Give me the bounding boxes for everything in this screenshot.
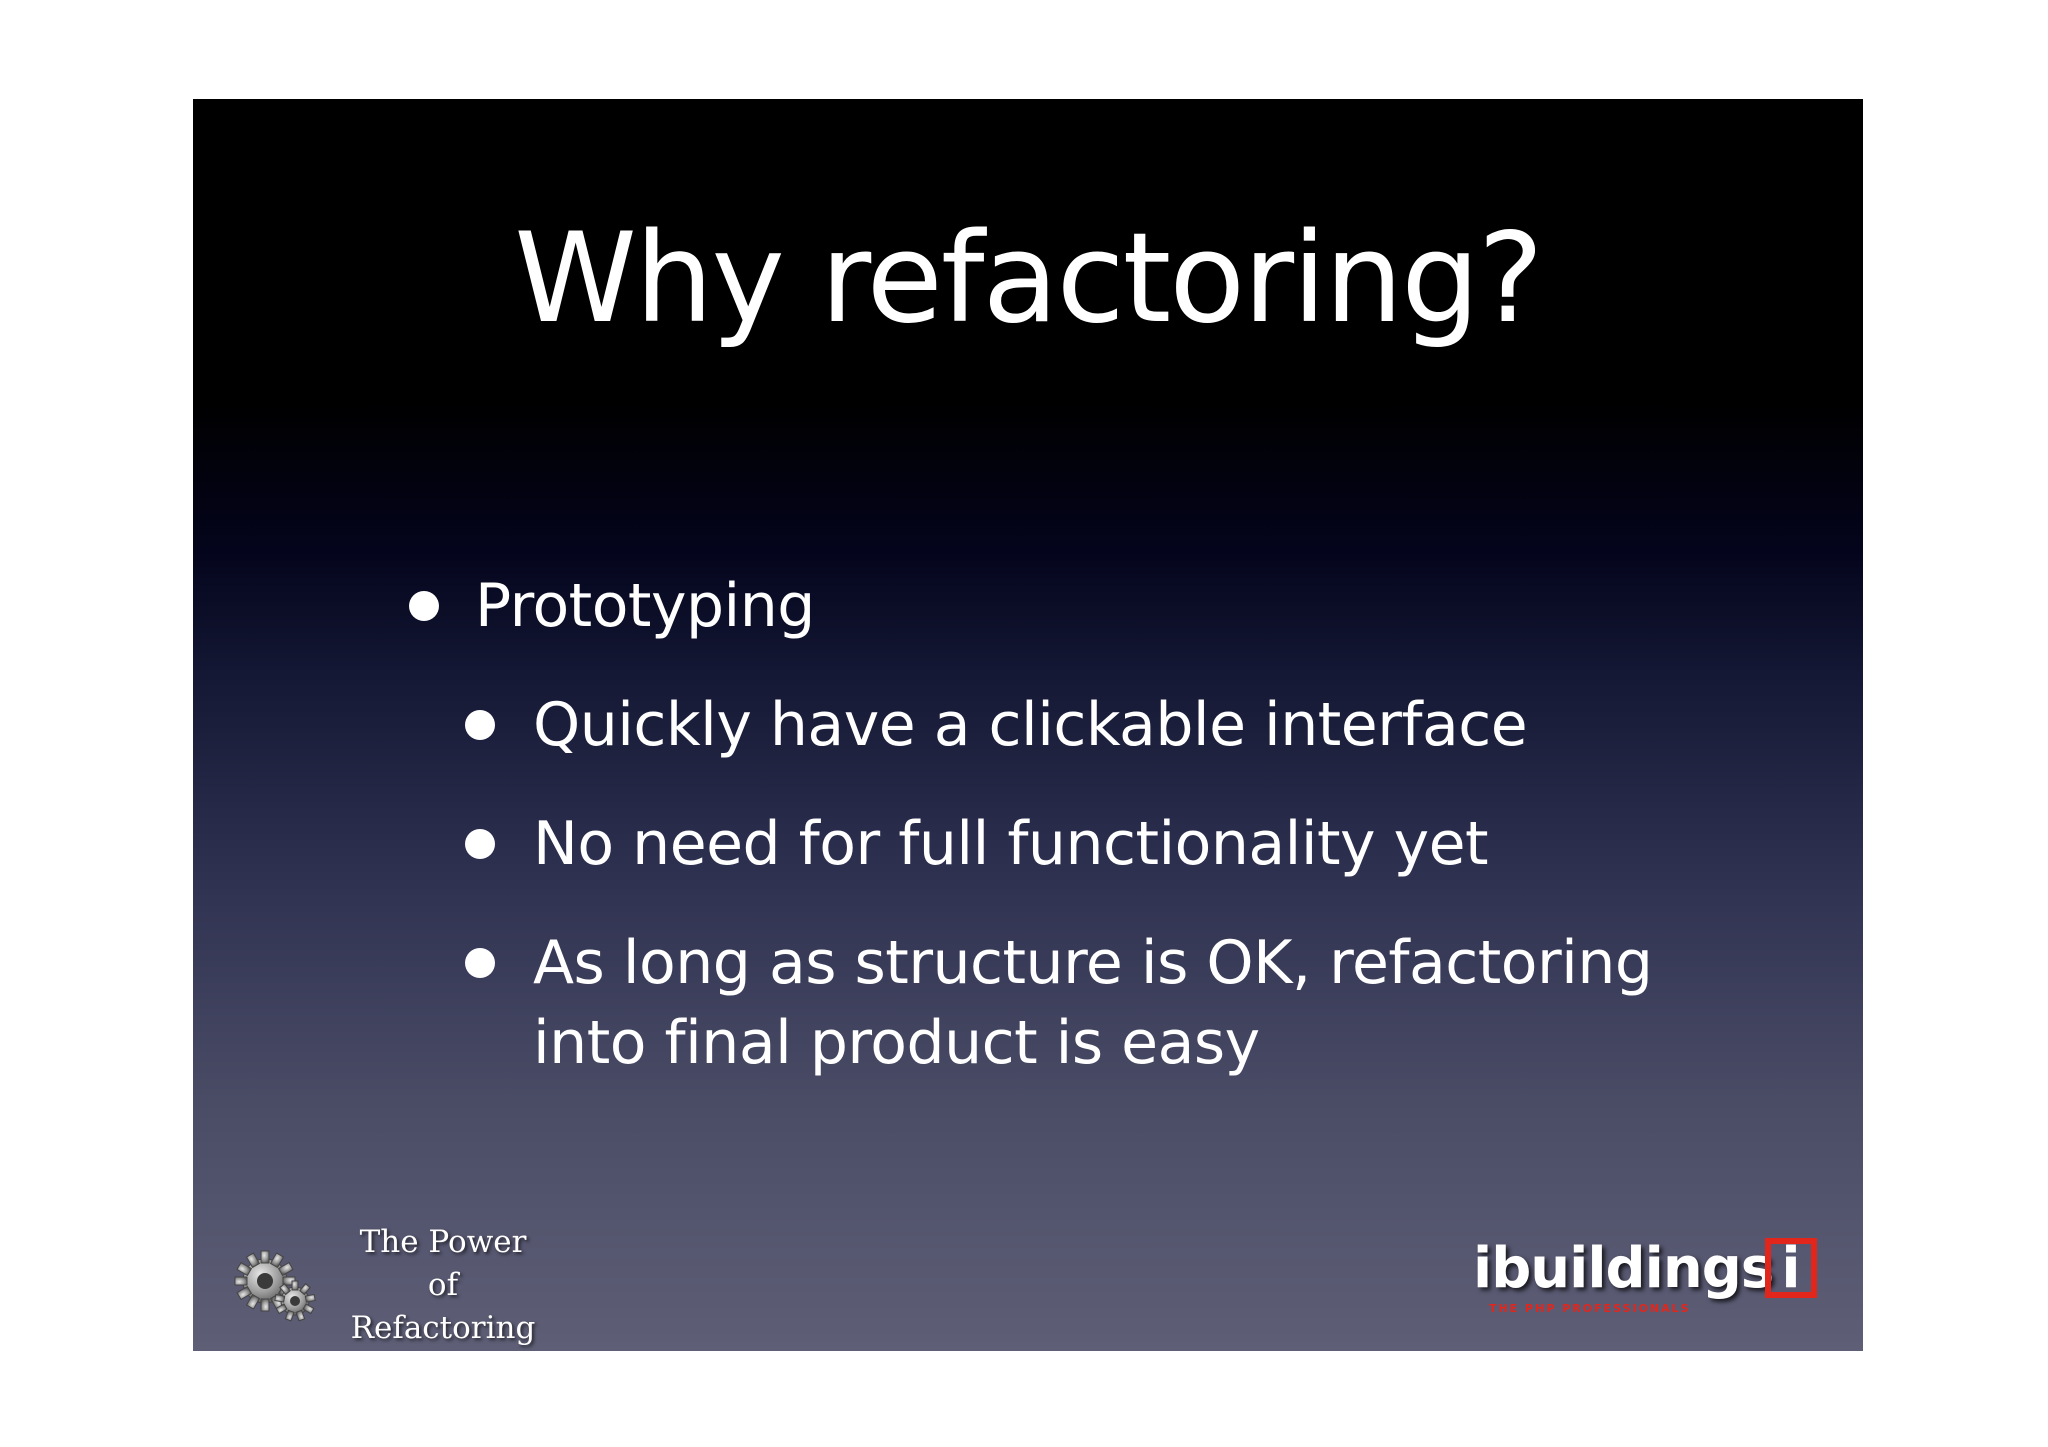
bullet-dot xyxy=(465,710,495,740)
bullet-dot xyxy=(465,948,495,978)
ibuildings-logo: ibuildings i THE PHP PROFESSIONALS xyxy=(1473,1234,1833,1334)
logo-bracket xyxy=(1765,1238,1817,1298)
slide: Why refactoring? Prototyping Quickly hav… xyxy=(193,99,1863,1351)
gears-icon xyxy=(234,1250,316,1322)
logo-tagline: THE PHP PROFESSIONALS xyxy=(1489,1302,1691,1315)
logo-wordmark: ibuildings xyxy=(1473,1236,1774,1301)
bullet-item-structure-line2: into final product is easy xyxy=(533,1008,1260,1078)
bullet-item-prototyping: Prototyping xyxy=(475,571,815,641)
bullet-dot xyxy=(465,829,495,859)
bullet-item-full-functionality: No need for full functionality yet xyxy=(533,809,1489,879)
logo-bracket-letter: i xyxy=(1781,1236,1801,1301)
presentation-title-line2: Refactoring xyxy=(350,1310,536,1346)
bullet-dot xyxy=(409,591,439,621)
bullet-item-clickable-interface: Quickly have a clickable interface xyxy=(533,690,1528,760)
presentation-title-line1: The Power of xyxy=(359,1224,527,1303)
bullet-list: Prototyping Quickly have a clickable int… xyxy=(193,99,1863,1351)
slide-title: Why refactoring? xyxy=(514,207,1543,351)
bullet-item-structure-line1: As long as structure is OK, refactoring xyxy=(533,928,1653,998)
presentation-title: The Power of Refactoring xyxy=(343,1221,543,1350)
